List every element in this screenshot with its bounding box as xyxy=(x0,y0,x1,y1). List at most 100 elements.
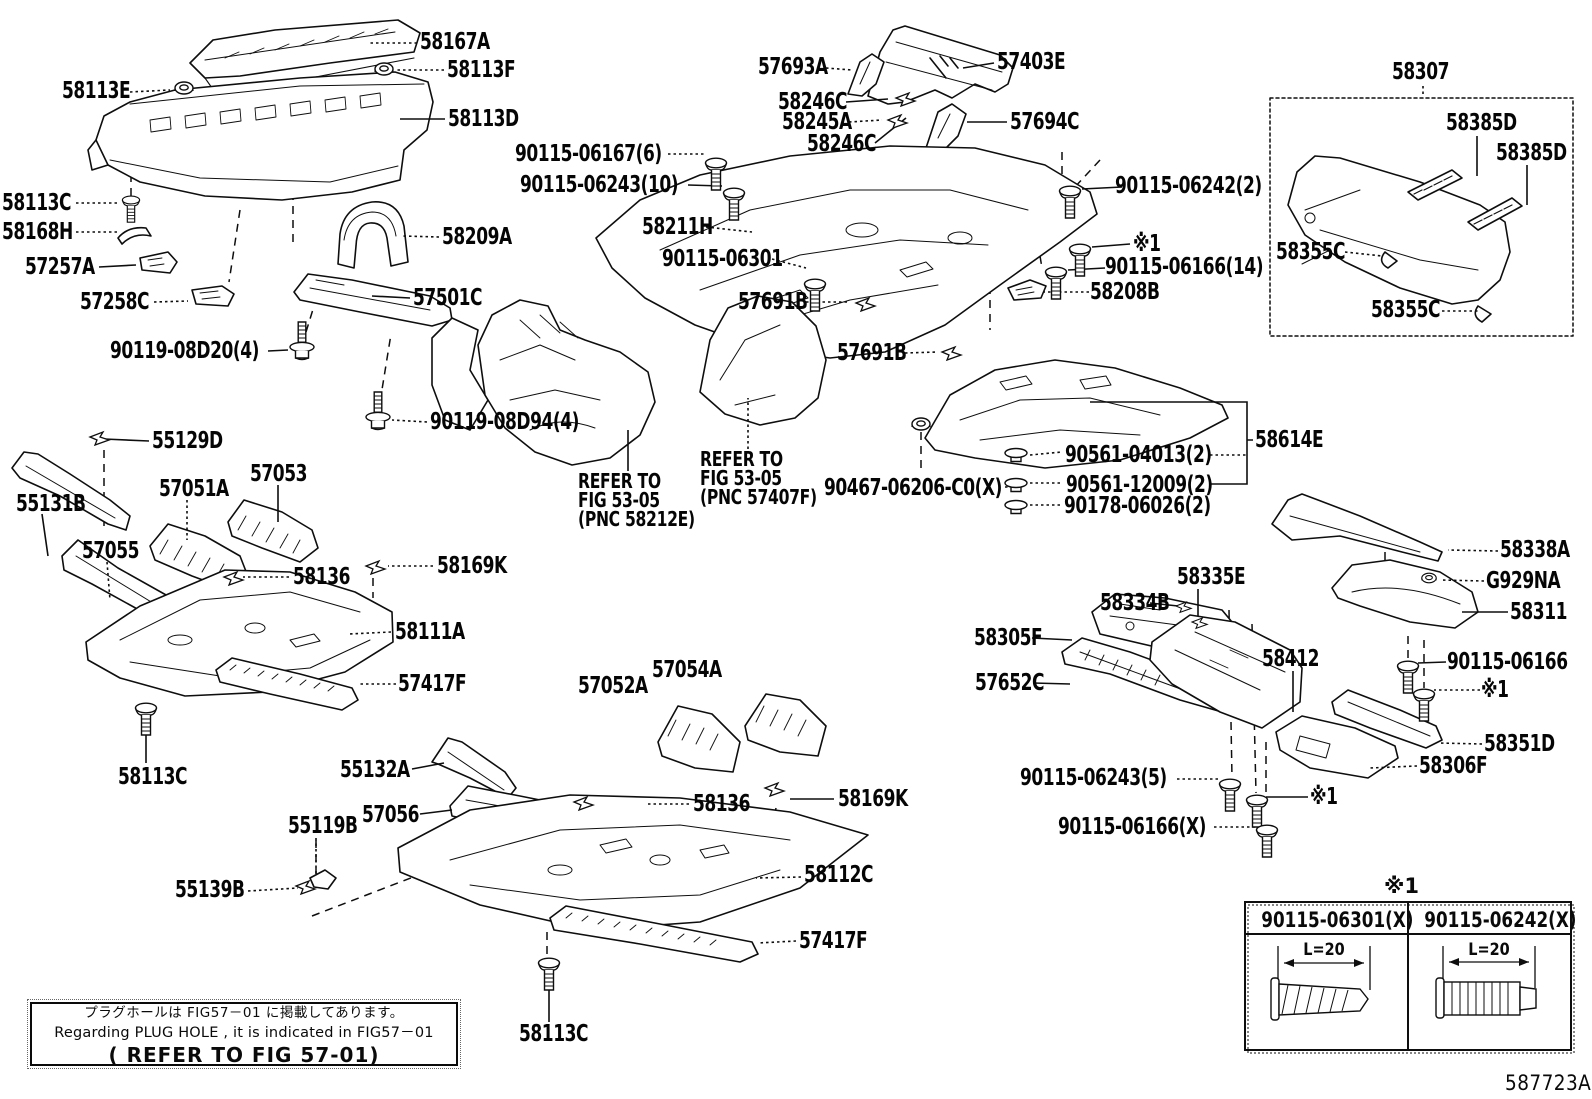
nut-icon xyxy=(911,417,931,431)
part-label-57403E[interactable]: 57403E xyxy=(997,49,1066,75)
part-label-58167A[interactable]: 58167A xyxy=(420,29,490,55)
part-label-57055[interactable]: 57055 xyxy=(82,538,140,564)
part-label-refmark_r[interactable]: ※1 xyxy=(1481,677,1509,703)
part-label-57053[interactable]: 57053 xyxy=(250,461,308,487)
part-label-58335E[interactable]: 58335E xyxy=(1177,564,1246,590)
part-label-58246C_a[interactable]: 58246C xyxy=(778,89,848,115)
part-label-58169K_b[interactable]: 58169K xyxy=(838,786,908,812)
part-label-90115_06243_5[interactable]: 90115-06243(5) xyxy=(1020,765,1167,791)
part-label-55139B[interactable]: 55139B xyxy=(175,877,245,903)
part-art-58208b xyxy=(1007,279,1047,301)
part-label-55131B[interactable]: 55131B xyxy=(16,491,86,517)
part-label-58113F[interactable]: 58113F xyxy=(447,57,516,83)
table-header-90115-06242[interactable]: 90115-06242(X) xyxy=(1424,908,1577,932)
part-label-90178_06026_2[interactable]: 90178-06026(2) xyxy=(1064,493,1211,519)
part-label-58614E[interactable]: 58614E xyxy=(1255,427,1324,453)
inset-box-58307 xyxy=(1269,97,1574,337)
part-label-58355C_b[interactable]: 58355C xyxy=(1371,297,1441,323)
part-art-57501c xyxy=(293,273,453,327)
part-label-57691B_b[interactable]: 57691B xyxy=(837,340,907,366)
part-label-90119_08D94[interactable]: 90119-08D94(4) xyxy=(430,409,579,435)
clip-icon xyxy=(887,114,908,129)
part-label-58245A[interactable]: 58245A xyxy=(782,109,852,135)
part-label-58209A[interactable]: 58209A xyxy=(442,224,512,250)
leader-lines-solid xyxy=(41,62,1528,1022)
part-label-57051A[interactable]: 57051A xyxy=(159,476,229,502)
part-label-58208B[interactable]: 58208B xyxy=(1090,279,1160,305)
bolt-icon xyxy=(289,321,315,361)
part-label-58169K_a[interactable]: 58169K xyxy=(437,553,507,579)
part-label-58112C[interactable]: 58112C xyxy=(804,862,874,888)
part-label-57652C[interactable]: 57652C xyxy=(975,670,1045,696)
part-art-57403e xyxy=(867,25,1014,105)
part-label-58113C_c[interactable]: 58113C xyxy=(519,1021,589,1047)
screw-icon xyxy=(1068,243,1092,277)
part-label-refmark_b[interactable]: ※1 xyxy=(1310,784,1338,810)
part-label-58307[interactable]: 58307 xyxy=(1392,59,1450,85)
clip-icon xyxy=(89,431,110,446)
grommet-icon xyxy=(1004,499,1028,515)
part-label-58168H[interactable]: 58168H xyxy=(2,219,73,245)
part-label-55119B[interactable]: 55119B xyxy=(288,813,358,839)
part-label-57052A[interactable]: 57052A xyxy=(578,673,648,699)
part-label-57417F_b[interactable]: 57417F xyxy=(799,928,868,954)
part-label-90561_12009_2[interactable]: 90561-12009(2) xyxy=(1066,472,1213,498)
part-label-58136_b[interactable]: 58136 xyxy=(693,791,751,817)
part-label-58136_a[interactable]: 58136 xyxy=(293,564,351,590)
part-label-58113C_a[interactable]: 58113C xyxy=(2,190,72,216)
part-label-90115_06166_14[interactable]: 90115-06166(14) xyxy=(1105,254,1264,280)
part-label-90115_06166_r[interactable]: 90115-06166 xyxy=(1447,649,1568,675)
part-label-57257A[interactable]: 57257A xyxy=(25,254,95,280)
part-label-57056[interactable]: 57056 xyxy=(362,802,420,828)
part-label-58355C_a[interactable]: 58355C xyxy=(1276,239,1346,265)
plug-note-line-jp: プラグホールは FIG57－01 に掲載してあります。 xyxy=(84,1005,404,1021)
part-label-57691B_a[interactable]: 57691B xyxy=(738,289,808,315)
table-header-90115-06301[interactable]: 90115-06301(X) xyxy=(1261,908,1414,932)
part-label-G929NA[interactable]: G929NA xyxy=(1486,568,1561,594)
part-label-90119_08D20[interactable]: 90119-08D20(4) xyxy=(110,338,259,364)
nut-icon xyxy=(174,81,194,95)
part-label-58351D[interactable]: 58351D xyxy=(1484,731,1555,757)
part-art-57693a xyxy=(847,53,885,97)
part-label-58338A[interactable]: 58338A xyxy=(1500,537,1570,563)
part-label-90115_06242_2[interactable]: 90115-06242(2) xyxy=(1115,173,1262,199)
part-label-58385D_a[interactable]: 58385D xyxy=(1446,110,1517,136)
part-label-57054A[interactable]: 57054A xyxy=(652,657,722,683)
screw-icon xyxy=(1044,266,1068,300)
screw-ref-table xyxy=(1244,901,1575,1054)
part-art-58111a xyxy=(85,569,394,697)
part-label-55132A[interactable]: 55132A xyxy=(340,757,410,783)
part-label-57501C[interactable]: 57501C xyxy=(413,285,483,311)
part-label-57258C[interactable]: 57258C xyxy=(80,289,150,315)
part-label-58305F[interactable]: 58305F xyxy=(974,625,1043,651)
part-label-57694C[interactable]: 57694C xyxy=(1010,109,1080,135)
part-label-58334B[interactable]: 58334B xyxy=(1100,590,1170,616)
part-label-55129D[interactable]: 55129D xyxy=(152,428,223,454)
part-label-90115_06243_10[interactable]: 90115-06243(10) xyxy=(520,172,679,198)
part-label-58306F[interactable]: 58306F xyxy=(1419,753,1488,779)
part-label-refmark_tr[interactable]: ※1 xyxy=(1133,231,1161,257)
part-label-90115_06166_X[interactable]: 90115-06166(X) xyxy=(1058,814,1206,840)
part-art-58351d xyxy=(1331,689,1443,749)
part-label-58412[interactable]: 58412 xyxy=(1262,646,1320,672)
part-label-57693A[interactable]: 57693A xyxy=(758,54,828,80)
part-label-58211H[interactable]: 58211H xyxy=(642,214,713,240)
screw-icon xyxy=(1255,824,1279,858)
part-label-58311[interactable]: 58311 xyxy=(1510,599,1568,625)
part-label-58111A[interactable]: 58111A xyxy=(395,619,465,645)
part-label-57417F_a[interactable]: 57417F xyxy=(398,671,467,697)
part-label-90115_06301[interactable]: 90115-06301 xyxy=(662,246,783,272)
part-label-90561_04013_2[interactable]: 90561-04013(2) xyxy=(1065,442,1212,468)
plug-hole-note: プラグホールは FIG57－01 に掲載してあります。 Regarding PL… xyxy=(27,999,461,1069)
part-art-58209a xyxy=(337,201,409,269)
plug-note-line-ref: ( REFER TO FIG 57-01) xyxy=(108,1043,380,1067)
part-label-58113C_b[interactable]: 58113C xyxy=(118,764,188,790)
part-label-58113E[interactable]: 58113E xyxy=(62,78,131,104)
part-label-90115_06167_6[interactable]: 90115-06167(6) xyxy=(515,141,662,167)
part-label-90467_06206_C0[interactable]: 90467-06206-C0(X) xyxy=(824,475,1003,501)
part-label-58113D[interactable]: 58113D xyxy=(448,106,519,132)
part-label-58246C_b[interactable]: 58246C xyxy=(807,131,877,157)
part-label-58385D_b[interactable]: 58385D xyxy=(1496,140,1567,166)
